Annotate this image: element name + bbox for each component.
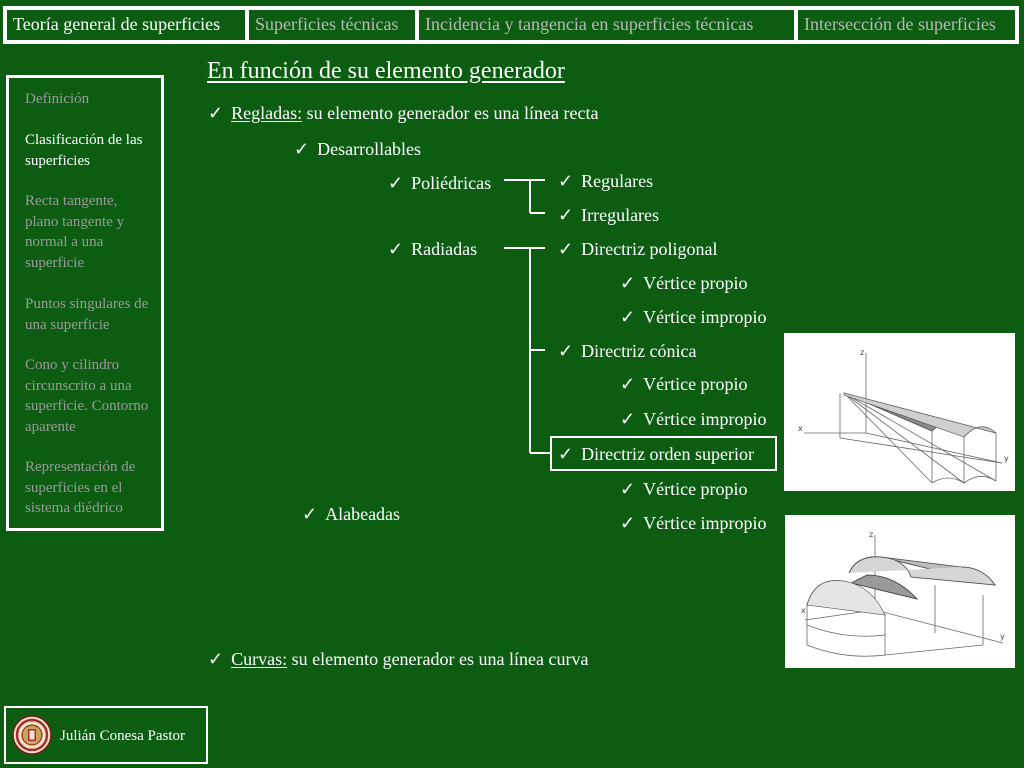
ruled-surface-figure: z x y	[784, 333, 1015, 491]
vertice-propio-label: Vértice propio	[643, 273, 748, 293]
desarrollables-item: ✓ Desarrollables	[294, 138, 421, 160]
regladas-term: Regladas:	[231, 103, 303, 123]
vertice-impropio-label: Vértice impropio	[643, 409, 767, 429]
checkmark-icon: ✓	[294, 139, 310, 159]
vertice-impropio-item-1: ✓ Vértice impropio	[620, 306, 767, 328]
regladas-description: su elemento generador es una línea recta	[302, 103, 599, 123]
sidebar-item-clasificacion[interactable]: Clasificación de las superficies	[25, 132, 143, 169]
university-seal-icon	[12, 715, 52, 755]
tab-incidencia-tangencia[interactable]: Incidencia y tangencia en superficies té…	[419, 10, 794, 40]
checkmark-icon: ✓	[620, 513, 636, 533]
checkmark-icon: ✓	[558, 239, 574, 259]
tab-superficies-tecnicas[interactable]: Superficies técnicas	[249, 10, 415, 40]
directriz-poligonal-item: ✓ Directriz poligonal	[558, 238, 718, 260]
checkmark-icon: ✓	[620, 374, 636, 394]
z-axis-label: z	[869, 530, 873, 539]
checkmark-icon: ✓	[620, 409, 636, 429]
checkmark-icon: ✓	[620, 273, 636, 293]
radiadas-label: Radiadas	[411, 239, 478, 259]
author-footer: Julián Conesa Pastor	[4, 706, 208, 764]
poliedricas-item: ✓ Poliédricas	[388, 172, 491, 194]
sidebar-item-puntos-singulares[interactable]: Puntos singulares de una superficie	[25, 296, 149, 333]
checkmark-icon: ✓	[208, 649, 224, 669]
directriz-orden-superior-label: Directriz orden superior	[581, 444, 755, 464]
vertice-impropio-label: Vértice impropio	[643, 513, 767, 533]
irregulares-label: Irregulares	[581, 205, 660, 225]
sidebar-item-cono-cilindro[interactable]: Cono y cilindro circunscrito a una super…	[25, 357, 149, 435]
vertice-propio-label: Vértice propio	[643, 479, 748, 499]
checkmark-icon: ✓	[620, 479, 636, 499]
checkmark-icon: ✓	[558, 341, 574, 361]
vertice-propio-item-2: ✓ Vértice propio	[620, 373, 748, 395]
sidebar-item-representacion[interactable]: Representación de superficies en el sist…	[25, 459, 136, 517]
vertice-impropio-label: Vértice impropio	[643, 307, 767, 327]
page-title: En función de su elemento generador	[207, 58, 565, 84]
vertice-impropio-item-3: ✓ Vértice impropio	[620, 512, 767, 534]
desarrollables-label: Desarrollables	[317, 139, 422, 159]
poliedricas-label: Poliédricas	[411, 173, 492, 193]
z-axis-label: z	[860, 348, 864, 357]
regulares-item: ✓ Regulares	[558, 170, 653, 192]
tab-teoria-general[interactable]: Teoría general de superficies	[7, 10, 245, 40]
author-name: Julián Conesa Pastor	[60, 728, 185, 744]
curvas-description: su elemento generador es una línea curva	[287, 649, 589, 669]
y-axis-label: y	[1000, 632, 1005, 641]
vertice-propio-item-1: ✓ Vértice propio	[620, 272, 748, 294]
tab-interseccion[interactable]: Intersección de superficies	[798, 10, 1015, 40]
curved-surface-diagram: z x y	[801, 530, 1005, 657]
sidebar-nav: Definición Clasificación de las superfic…	[6, 75, 164, 531]
checkmark-icon: ✓	[388, 239, 404, 259]
irregulares-item: ✓ Irregulares	[558, 204, 659, 226]
highlight-box	[550, 436, 777, 471]
ruled-surface-diagram: z x y	[798, 348, 1009, 484]
checkmark-icon: ✓	[302, 504, 318, 524]
curved-surface-figure: z x y	[785, 515, 1015, 668]
radiadas-item: ✓ Radiadas	[388, 238, 477, 260]
checkmark-icon: ✓	[558, 171, 574, 191]
vertice-propio-label: Vértice propio	[643, 374, 748, 394]
vertice-impropio-item-2: ✓ Vértice impropio	[620, 408, 767, 430]
curvas-term: Curvas:	[231, 649, 288, 669]
top-tab-bar: Teoría general de superficies Superficie…	[3, 6, 1019, 44]
directriz-conica-label: Directriz cónica	[581, 341, 697, 361]
directriz-conica-item: ✓ Directriz cónica	[558, 340, 697, 362]
regladas-item: ✓ Regladas: su elemento generador es una …	[208, 102, 598, 124]
checkmark-icon: ✓	[620, 307, 636, 327]
y-axis-label: y	[1004, 454, 1009, 463]
x-axis-label: x	[801, 606, 806, 615]
curvas-item: ✓ Curvas: su elemento generador es una lí…	[208, 648, 588, 670]
checkmark-icon: ✓	[558, 444, 574, 464]
checkmark-icon: ✓	[558, 205, 574, 225]
sidebar-item-definicion[interactable]: Definición	[25, 91, 90, 107]
directriz-poligonal-label: Directriz poligonal	[581, 239, 718, 259]
vertice-propio-item-3: ✓ Vértice propio	[620, 478, 748, 500]
directriz-orden-superior-item[interactable]: ✓ Directriz orden superior	[558, 443, 754, 465]
checkmark-icon: ✓	[388, 173, 404, 193]
sidebar-item-recta-tangente[interactable]: Recta tangente, plano tangente y normal …	[25, 193, 125, 271]
alabeadas-label: Alabeadas	[325, 504, 401, 524]
alabeadas-item: ✓ Alabeadas	[302, 503, 400, 525]
checkmark-icon: ✓	[208, 103, 224, 123]
regulares-label: Regulares	[581, 171, 654, 191]
x-axis-label: x	[798, 424, 803, 433]
